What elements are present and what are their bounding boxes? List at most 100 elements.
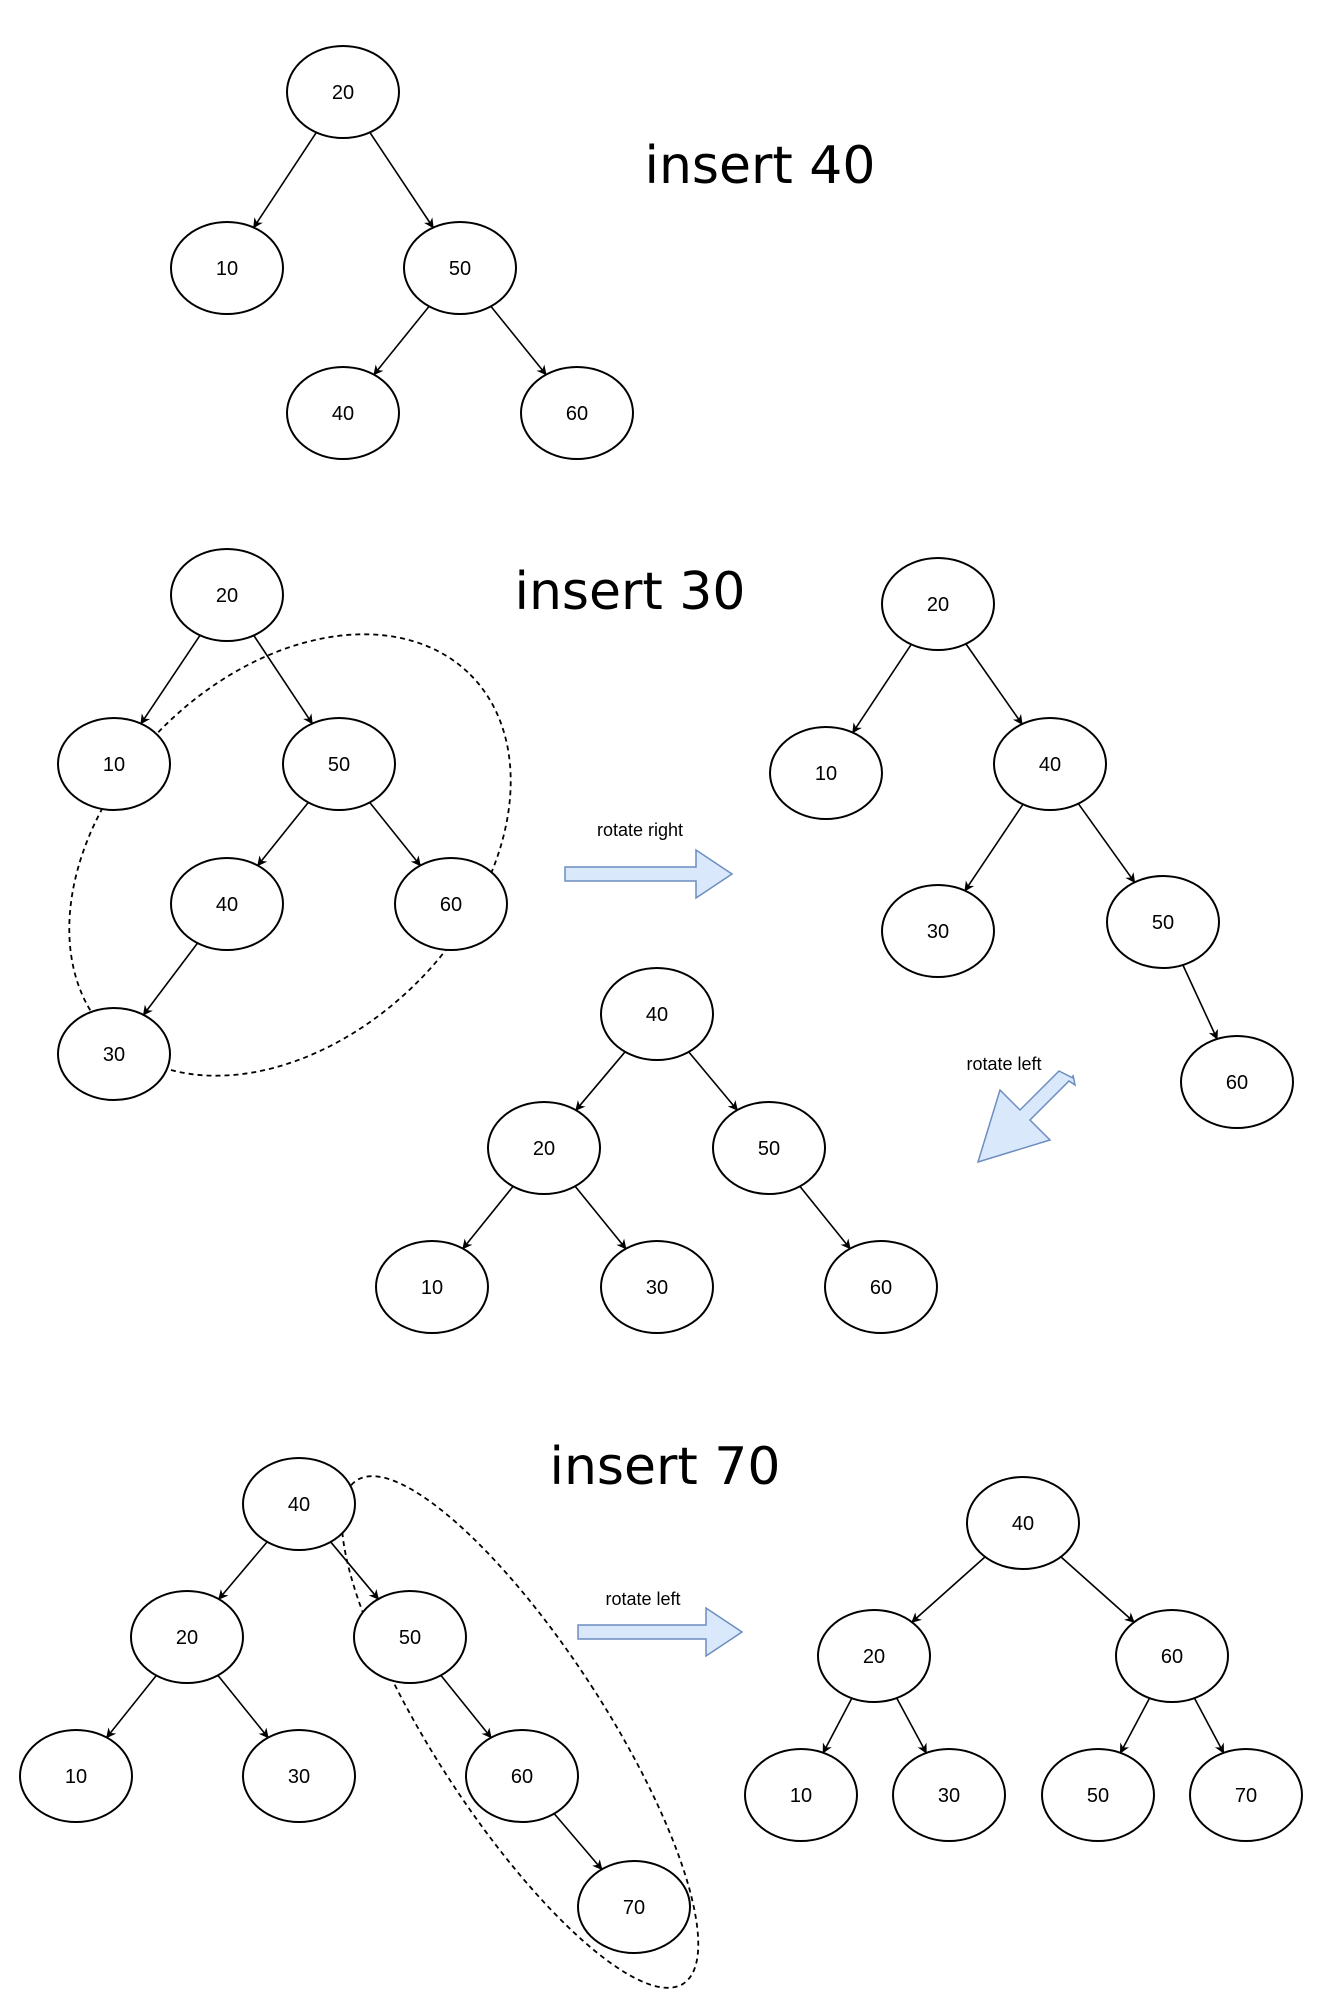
tree-node-circle (824, 1240, 938, 1334)
tree-node-circle (881, 557, 995, 651)
tree-node-label: 10 (815, 763, 837, 785)
tree-node-circle (242, 1457, 356, 1551)
section-title-insert-30: insert 30 (515, 562, 746, 622)
tree-node: 20 (130, 1590, 244, 1684)
tree-edge (964, 803, 1024, 892)
tree-node-label: 20 (927, 594, 949, 616)
tree-edge (1182, 964, 1218, 1040)
tree-node: 10 (769, 726, 883, 820)
tree-node-label: 10 (65, 1766, 87, 1788)
tree-node-label: 50 (1087, 1785, 1109, 1807)
tree-node-label: 40 (332, 403, 354, 425)
tree-node-label: 30 (927, 921, 949, 943)
tree-node: 10 (170, 221, 284, 315)
tree-node: 10 (744, 1748, 858, 1842)
tree-node-label: 60 (870, 1277, 892, 1299)
tree-edge (553, 1813, 603, 1871)
tree-node: 60 (520, 366, 634, 460)
tree-node-circle (394, 857, 508, 951)
rotate-left-arrow (577, 1606, 744, 1658)
tree-node-label: 40 (216, 894, 238, 916)
tree-node-label: 50 (328, 754, 350, 776)
tree-node-circle (712, 1101, 826, 1195)
tree-node-circle (600, 1240, 714, 1334)
tree-node: 60 (394, 857, 508, 951)
rotate-left-diagonal-arrow (976, 1070, 1077, 1164)
rotation-highlight-ellipse (340, 1475, 700, 1989)
tree-edge (1077, 803, 1136, 884)
tree-node-label: 20 (533, 1138, 555, 1160)
tree-node-label: 60 (1226, 1072, 1248, 1094)
tree-node: 30 (600, 1240, 714, 1334)
tree-node-circle (993, 717, 1107, 811)
tree-edge (252, 132, 318, 229)
tree-node-label: 10 (216, 258, 238, 280)
tree-node-label: 40 (1039, 754, 1061, 776)
tree-node-label: 40 (1012, 1513, 1034, 1535)
tree-node-circle (487, 1101, 601, 1195)
tree-edge (852, 643, 912, 734)
tree-node: 30 (881, 884, 995, 978)
tree-node-circle (170, 221, 284, 315)
tree-node: 20 (817, 1609, 931, 1703)
tree-node: 60 (465, 1729, 579, 1823)
tree-edge (440, 1674, 492, 1739)
tree-edge (218, 1541, 268, 1600)
tree-edge (799, 1185, 851, 1250)
tree-edges (106, 131, 1225, 1871)
tree-node-label: 70 (623, 1897, 645, 1919)
tree-node-label: 50 (1152, 912, 1174, 934)
tree-node-label: 60 (1161, 1646, 1183, 1668)
tree-node-label: 30 (288, 1766, 310, 1788)
tree-node: 10 (19, 1729, 133, 1823)
tree-node-circle (966, 1476, 1080, 1570)
tree-node-label: 60 (566, 403, 588, 425)
tree-edge (257, 801, 309, 867)
tree-node-label: 50 (399, 1627, 421, 1649)
tree-node-circle (57, 717, 171, 811)
tree-node: 30 (57, 1007, 171, 1101)
tree-node: 60 (824, 1240, 938, 1334)
tree-node-label: 50 (758, 1138, 780, 1160)
section-title-insert-70: insert 70 (550, 1437, 781, 1497)
rotate-right-arrow (564, 848, 734, 900)
tree-node-label: 40 (646, 1004, 668, 1026)
rotate-left-label: rotate left (605, 1589, 680, 1609)
tree-node-label: 50 (449, 258, 471, 280)
rotate-right-label: rotate right (597, 820, 683, 840)
tree-node-label: 20 (863, 1646, 885, 1668)
tree-node-circle (282, 717, 396, 811)
tree-node: 60 (1115, 1609, 1229, 1703)
tree-node-label: 30 (103, 1044, 125, 1066)
tree-node-circle (1189, 1748, 1303, 1842)
tree-node-label: 10 (790, 1785, 812, 1807)
tree-node: 50 (403, 221, 517, 315)
tree-node: 50 (353, 1590, 467, 1684)
tree-node-label: 30 (938, 1785, 960, 1807)
tree-node: 10 (57, 717, 171, 811)
tree-node: 60 (1180, 1035, 1294, 1129)
tree-node: 50 (1041, 1748, 1155, 1842)
tree-node-circle (1106, 875, 1220, 969)
tree-edge (688, 1051, 738, 1111)
tree-edge (330, 1541, 379, 1600)
tree-node-circle (170, 548, 284, 642)
tree-node: 20 (487, 1101, 601, 1195)
tree-node-label: 60 (440, 894, 462, 916)
tree-edge (575, 1051, 626, 1111)
tree-edge (140, 634, 201, 725)
tree-node-label: 10 (103, 754, 125, 776)
tree-node-circle (817, 1609, 931, 1703)
tree-node: 50 (282, 717, 396, 811)
tree-node-circle (403, 221, 517, 315)
tree-node-circle (353, 1590, 467, 1684)
tree-node: 20 (881, 557, 995, 651)
tree-node-label: 40 (288, 1494, 310, 1516)
tree-node: 20 (286, 45, 400, 139)
tree-edge (895, 1697, 928, 1754)
tree-node-circle (465, 1729, 579, 1823)
tree-node: 50 (1106, 875, 1220, 969)
tree-edge (106, 1674, 157, 1739)
tree-nodes: 20 10 50 40 60 20 10 50 40 60 30 20 10 40 30 50 60 40 20 50… (19, 45, 1303, 1954)
